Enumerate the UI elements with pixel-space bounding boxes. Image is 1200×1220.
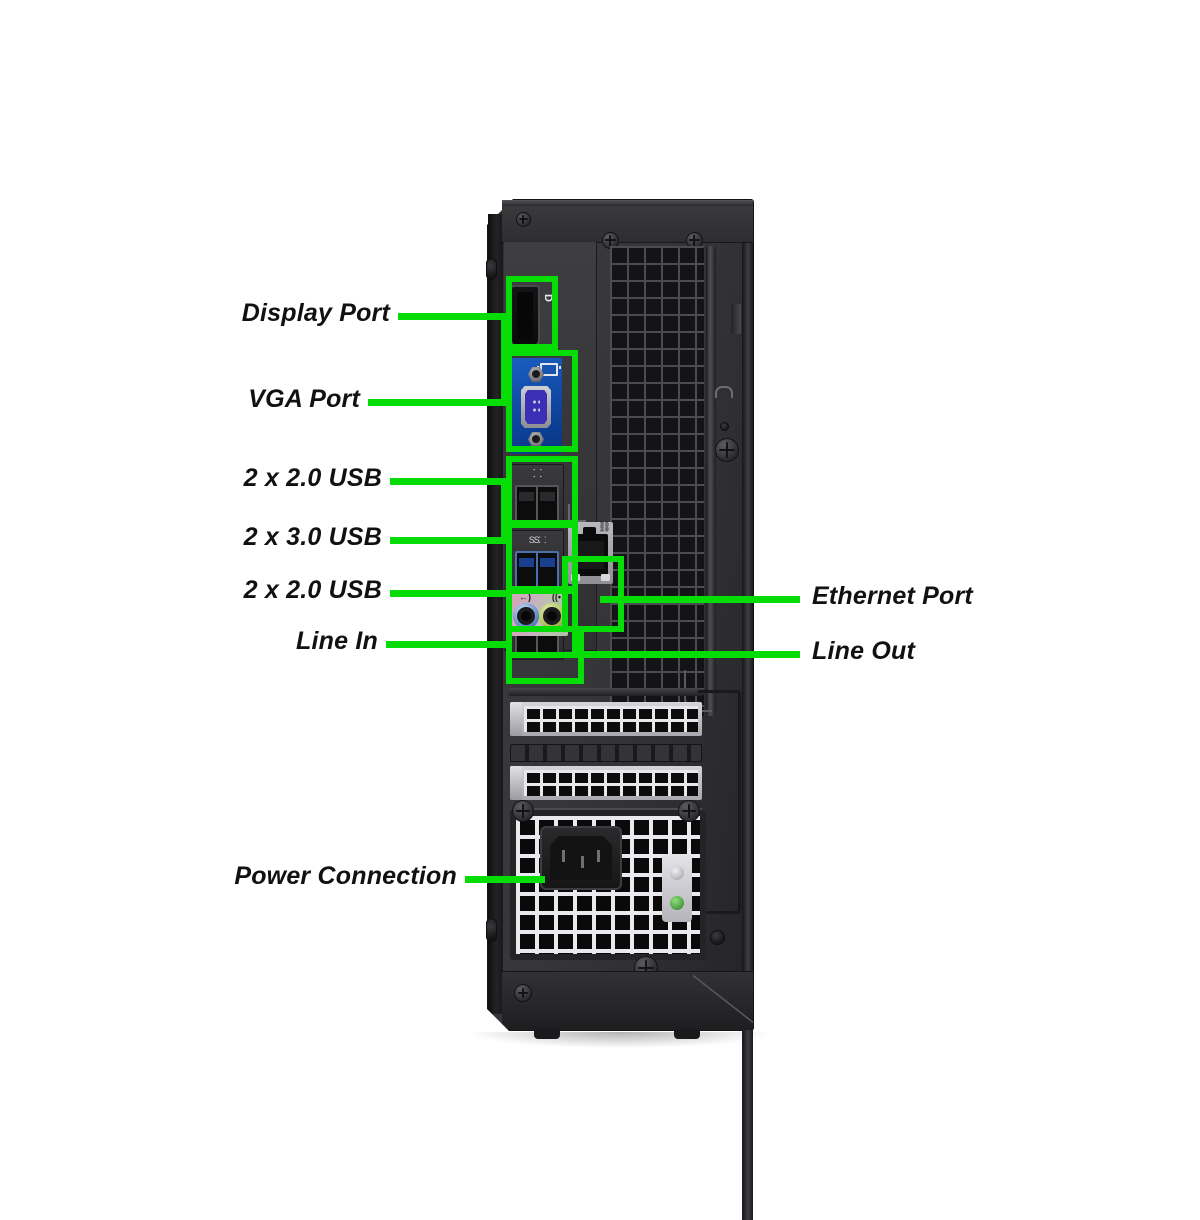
chassis-vent-grid-upper [610,246,704,716]
rj45-clip-slot [583,527,596,536]
usb-3-0-block[interactable]: SS⸬ [510,530,564,594]
vga-screw-nut-top [528,367,544,382]
label-vga-port: VGA Port [248,385,360,413]
expansion-slot-retainer[interactable] [510,744,702,762]
label-power-connection: Power Connection [234,862,457,890]
computer-chassis-rear: D ⸬ SS⸬ ⸬ [486,200,753,1220]
chassis-side-tab [486,258,497,280]
audio-in-icon: ←) [519,592,531,602]
expansion-card-guide [508,688,704,696]
leader-display-port [398,313,508,320]
highlight-ethernet [562,556,624,632]
expansion-slot-cover-2[interactable] [510,766,702,800]
highlight-audio [506,626,584,684]
label-line-out: Line Out [812,637,915,665]
label-usb30: 2 x 3.0 USB [243,523,382,551]
chassis-foot-left [534,1029,560,1039]
displayport-connector[interactable] [510,285,540,347]
line-in-jack[interactable] [513,603,539,629]
padlock-loop-icon [715,386,733,398]
psu-screw-top-right [678,800,700,822]
label-usb20-bottom: 2 x 2.0 USB [243,576,382,604]
leader-line-in [386,641,510,648]
slot-bracket-tab [510,766,522,800]
leader-usb20-bottom [390,590,508,597]
leader-vga-port [368,399,508,406]
label-line-in: Line In [296,627,378,655]
usb-3-0-port-2[interactable] [536,551,559,589]
usb-icon: ⸬ [532,468,542,480]
security-slot [731,304,741,334]
rj45-jack-opening [572,527,608,576]
vga-connector-inner [525,390,547,424]
vga-screw-nut-bottom [528,432,544,447]
chassis-foot-right [674,1029,700,1039]
psu-test-button[interactable] [670,866,684,880]
slot-bracket-mesh [524,706,698,732]
leader-usb30 [390,537,508,544]
chassis-top-edge [502,200,753,206]
ethernet-led-right [601,574,610,581]
floor-shadow [470,1032,770,1048]
thumbscrew-right [715,438,739,462]
chassis-left-rail [488,214,503,1014]
highlight-usb20-top [506,456,578,526]
chassis-panel-seam [706,246,716,716]
slot-bracket-mesh [524,770,698,796]
rj45-contact-area [576,541,604,569]
leader-usb20-top [390,478,508,485]
chassis-right-edge [742,208,753,1220]
chassis-top-bar [502,200,753,243]
chassis-pin [720,422,729,431]
psu-status-led [670,896,684,910]
leader-power-connection [465,876,545,883]
leader-line-out [576,651,800,658]
slot-bracket-tab [510,702,522,736]
chassis-skirt-bevel [693,974,753,1030]
chassis-screw-top-right [686,232,703,249]
label-ethernet-port: Ethernet Port [812,582,973,610]
power-inlet-socket[interactable] [540,826,622,890]
highlight-displayport [506,276,558,350]
chassis-pin-bottom [710,930,725,945]
chassis-screw-top-mid [602,232,619,249]
usb-2-0-block-upper[interactable]: ⸬ [510,464,564,528]
highlight-usb20-bottom [506,588,578,658]
usb-superspeed-icon: SS⸬ [528,535,546,545]
leader-ethernet-port [600,596,800,603]
displayport-slot [517,292,533,340]
label-display-port: Display Port [241,299,390,327]
leader-vga-riser [501,313,508,402]
vga-pins [532,398,540,416]
leader-usb-riser [501,478,508,540]
psu-selftest-plate[interactable] [662,854,692,922]
vga-connector-panel[interactable] [510,358,562,454]
power-supply-unit [510,810,706,960]
audio-out-icon: ((• [551,592,561,602]
expansion-bay-frame [698,690,741,914]
vga-db15-connector[interactable] [521,386,551,428]
chassis-bottom-skirt [502,971,753,1030]
line-out-jack[interactable] [539,603,565,629]
power-inlet-pins [550,836,612,880]
chassis-screw-bottom-left [514,984,532,1002]
psu-screw-top-left [512,800,534,822]
chassis-side-tab-bottom [486,918,497,942]
label-usb20-top: 2 x 2.0 USB [243,464,382,492]
expansion-slot-cover-1[interactable] [510,702,702,736]
network-icon: ⛓ [598,522,611,533]
highlight-vga [506,350,578,452]
chassis-screw-top-left [516,212,531,227]
